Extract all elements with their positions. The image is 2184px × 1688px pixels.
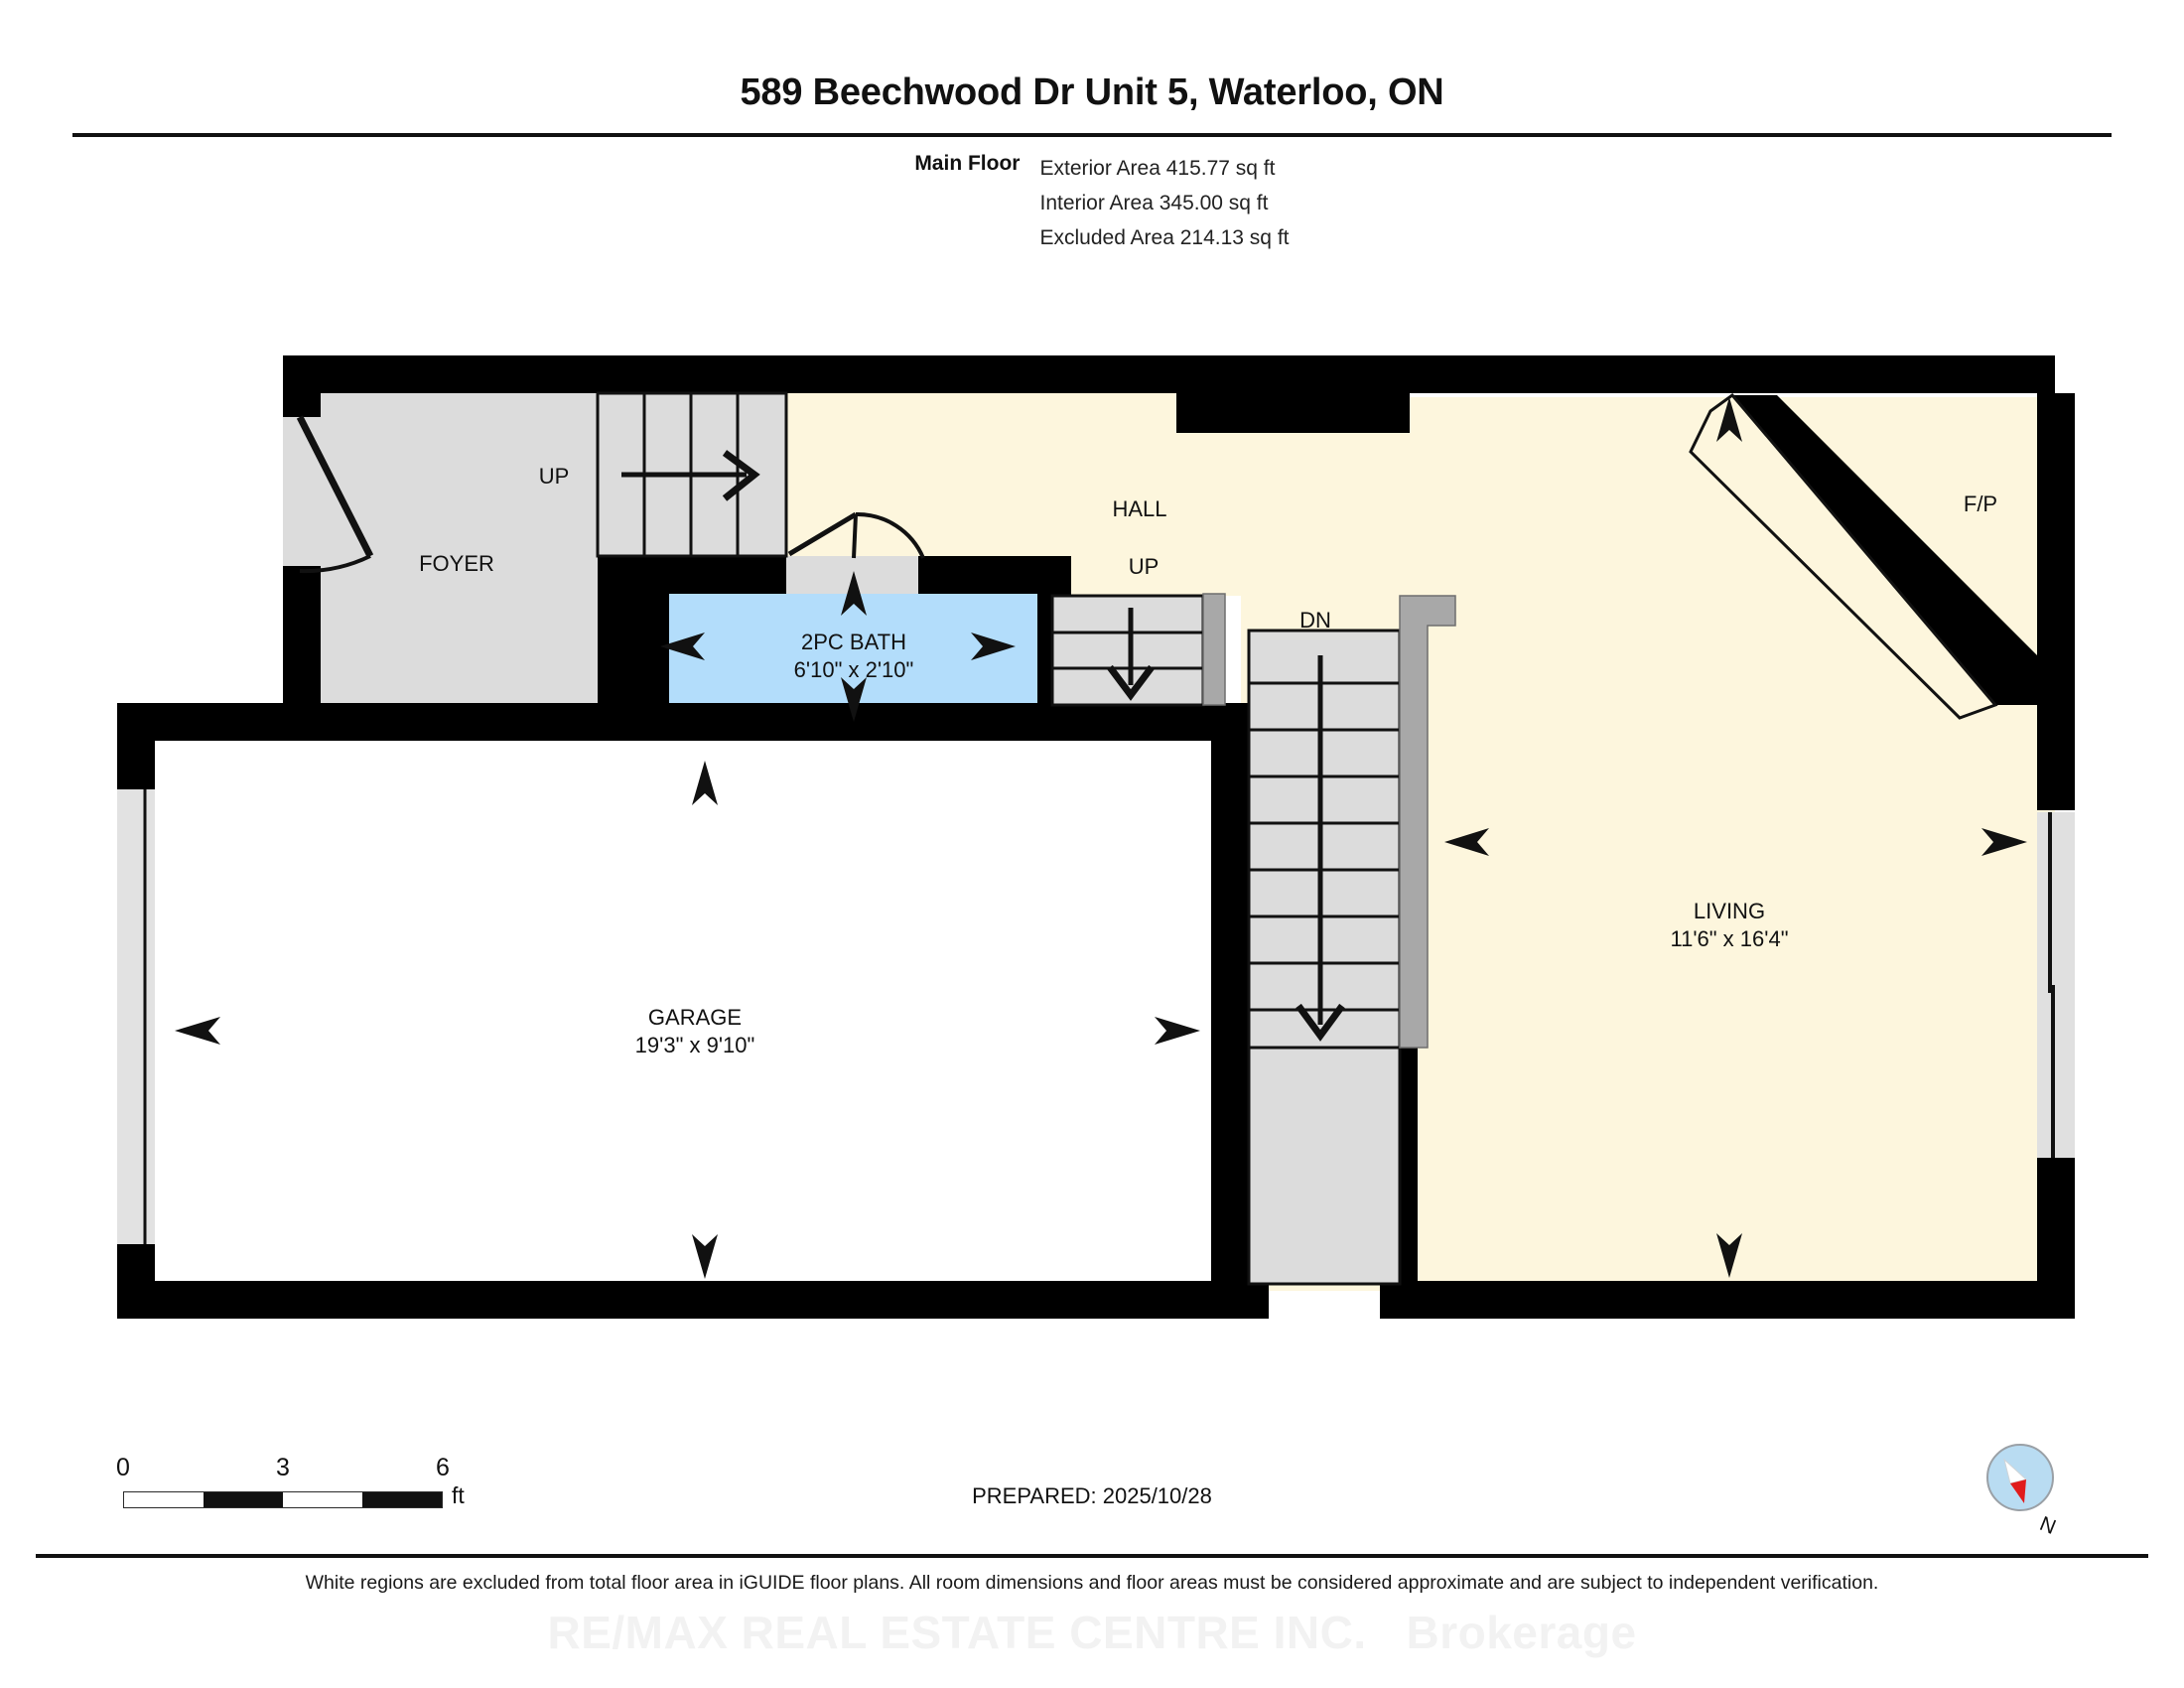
excluded-area-text: Excluded Area 214.13 sq ft — [1039, 226, 1290, 249]
exterior-wall-upper-left — [283, 355, 321, 417]
scale-bar — [123, 1491, 443, 1508]
hall-dn-label: DN — [1299, 608, 1331, 633]
garage-fill — [164, 735, 1211, 1306]
exterior-wall-garage-left-top — [117, 703, 155, 790]
foyer-up-label: UP — [539, 464, 570, 489]
floor-summary: Main Floor Exterior Area 415.77 sq ft In… — [0, 151, 2184, 255]
wall-hall-stair-bottom — [1052, 703, 1251, 741]
wall-bath-top-left — [598, 556, 786, 594]
view-arrow-living-up — [1716, 397, 1742, 442]
bath-dimensions: 6'10" x 2'10" — [794, 657, 914, 682]
view-arrow-garage-right — [1155, 1017, 1200, 1045]
scale-tick-0: 0 — [116, 1454, 130, 1481]
foyer-label: FOYER — [419, 551, 494, 576]
garage-door — [117, 789, 155, 1244]
exterior-wall-top — [283, 355, 2055, 393]
wall-bath-left — [635, 556, 669, 725]
exterior-wall-bottom — [117, 1281, 1269, 1319]
living-dimensions: 11'6" x 16'4" — [1670, 926, 1788, 951]
living-label: LIVING — [1694, 899, 1765, 923]
view-arrow-bath-left — [660, 633, 705, 660]
hall-stairs-up — [1050, 593, 1226, 707]
fireplace — [1689, 392, 2040, 720]
view-arrow-garage-left — [175, 1017, 220, 1045]
scale-segment-2 — [204, 1492, 283, 1507]
exterior-wall-upper-left2 — [283, 566, 321, 725]
prepared-date: PREPARED: 2025/10/28 — [972, 1483, 1212, 1508]
title-divider — [72, 133, 2112, 137]
living-room-fill — [1400, 397, 2055, 1291]
exterior-wall-living-right-top — [2037, 393, 2075, 810]
view-arrow-living-left — [1444, 828, 1489, 856]
footer-divider — [36, 1554, 2148, 1558]
foyer-stairs — [596, 391, 788, 558]
wall-bath-top-right — [918, 556, 1052, 594]
view-arrow-living-down — [1716, 1233, 1742, 1278]
hall-up-label: UP — [1129, 554, 1160, 579]
view-arrow-garage-down — [692, 1234, 718, 1279]
compass-icon — [1986, 1444, 2054, 1511]
view-arrow-bath-down — [841, 677, 867, 722]
main-stairs-down — [1247, 595, 1456, 1286]
view-arrow-bath-right — [971, 633, 1016, 660]
scale-segment-1 — [124, 1492, 204, 1507]
garage-label: GARAGE — [648, 1005, 742, 1030]
living-sliding-door — [2037, 812, 2075, 1158]
disclaimer-text: White regions are excluded from total fl… — [305, 1572, 1879, 1594]
brokerage-watermark: RE/MAX REAL ESTATE CENTRE INC. Brokerage — [547, 1607, 1637, 1658]
scale-unit-label: ft — [452, 1482, 465, 1508]
garage-dimensions: 19'3" x 9'10" — [635, 1033, 755, 1057]
view-arrow-markers — [175, 397, 2027, 1279]
foyer-entry-door — [283, 415, 374, 574]
scale-segment-4 — [362, 1492, 442, 1507]
hall-label: HALL — [1112, 496, 1166, 521]
exterior-wall-living-right-bottom — [2037, 1157, 2075, 1319]
scale-tick-3: 3 — [276, 1454, 290, 1481]
scale-segment-3 — [283, 1492, 362, 1507]
bath-label: 2PC BATH — [801, 630, 906, 654]
fireplace-label: F/P — [1964, 492, 1997, 516]
view-arrow-bath-up — [841, 571, 867, 616]
view-arrow-living-right — [1981, 828, 2027, 856]
page-title: 589 Beechwood Dr Unit 5, Waterloo, ON — [740, 71, 1444, 113]
scale-tick-6: 6 — [436, 1454, 450, 1481]
wall-notch-hall-top — [1176, 393, 1410, 433]
view-arrow-garage-up — [692, 761, 718, 805]
exterior-area-text: Exterior Area 415.77 sq ft — [1039, 157, 1276, 180]
interior-wall-garage-right — [1211, 703, 1249, 1319]
interior-area-text: Interior Area 345.00 sq ft — [1039, 192, 1269, 214]
floor-label: Main Floor — [914, 152, 1021, 175]
exterior-wall-living-bottom — [1380, 1281, 2075, 1319]
